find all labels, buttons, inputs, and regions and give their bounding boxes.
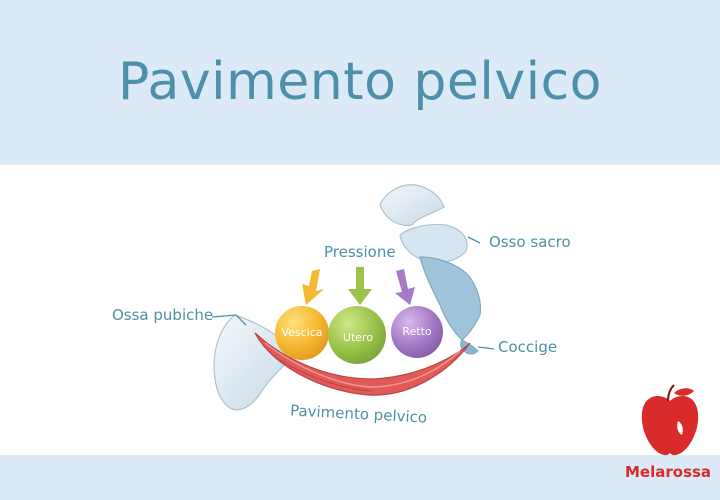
page-title: Pavimento pelvico xyxy=(117,52,602,112)
bladder-ball xyxy=(275,306,329,360)
arrow-rectum xyxy=(395,269,415,305)
rectum-label: Retto xyxy=(402,325,432,338)
sacrum-leader xyxy=(467,236,481,244)
uterus-label: Utero xyxy=(342,331,374,344)
pubic-bones-label: Ossa pubiche xyxy=(112,306,214,324)
footer xyxy=(0,455,720,500)
uterus-ball xyxy=(328,306,386,364)
bladder-label: Vescica xyxy=(281,326,323,339)
arrow-uterus xyxy=(348,267,372,305)
sacrum-upper xyxy=(399,223,468,264)
apple-icon xyxy=(641,384,699,456)
pelvic-floor-diagram xyxy=(211,184,495,411)
coccyx-bone xyxy=(460,339,479,355)
pressure-label: Pressione xyxy=(324,243,396,261)
sacrum-lower xyxy=(419,256,482,341)
coccyx-leader xyxy=(477,346,495,350)
pubic-leader xyxy=(211,314,247,326)
arrow-bladder xyxy=(302,269,324,305)
brand-name[interactable]: Melarossa xyxy=(625,463,712,481)
rectum-ball xyxy=(391,306,443,358)
coccyx-label: Coccige xyxy=(498,338,558,356)
pelvic-floor-muscle xyxy=(254,332,471,396)
header xyxy=(0,0,720,165)
sacrum-label: Osso sacro xyxy=(489,233,571,251)
sacrum-bone xyxy=(379,184,445,226)
